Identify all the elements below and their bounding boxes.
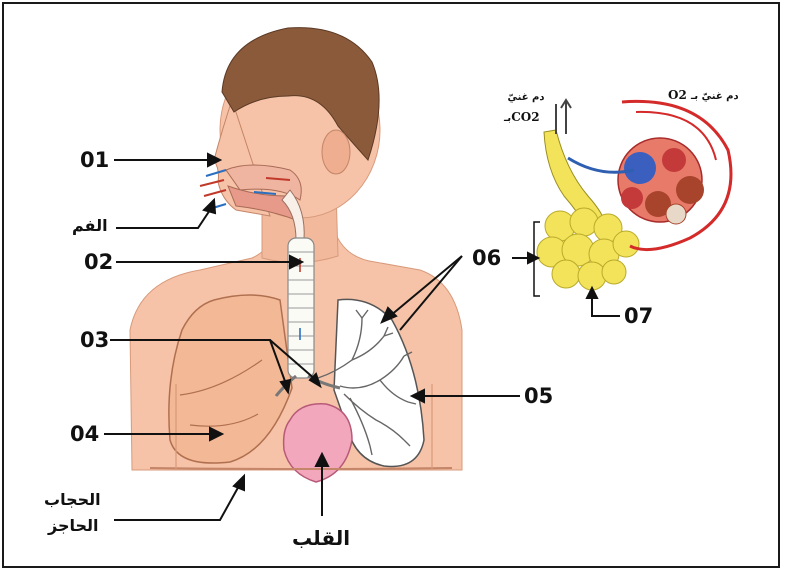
label-blood-co2-formula: CO2 <box>511 110 539 124</box>
ear <box>322 130 350 174</box>
label-blood-o2-group: O2 دم غنيّ بـ <box>668 88 739 102</box>
capillary-network <box>618 138 704 224</box>
label-02: 02 <box>84 250 113 274</box>
label-mouth: الفم <box>72 216 108 235</box>
label-blood-o2-formula: O2 <box>668 88 687 102</box>
label-03: 03 <box>80 328 109 352</box>
label-blood-co2-line1: دم غنيّ <box>506 92 546 103</box>
label-diaphragm-line2: الحاجز <box>48 516 99 535</box>
alveoli-cluster <box>537 208 639 290</box>
label-01: 01 <box>80 148 109 172</box>
label-06: 06 <box>472 246 501 270</box>
label-diaphragm-line1: الحجاب <box>44 490 101 509</box>
label-heart: القلب <box>292 526 350 550</box>
label-04: 04 <box>70 422 99 446</box>
diaphragm <box>150 468 452 469</box>
label-07: 07 <box>624 304 653 328</box>
label-blood-o2-text: دم غنيّ بـ <box>691 91 739 102</box>
label-05: 05 <box>524 384 553 408</box>
label-blood-co2-formula-group: بـCO2 <box>504 110 540 124</box>
